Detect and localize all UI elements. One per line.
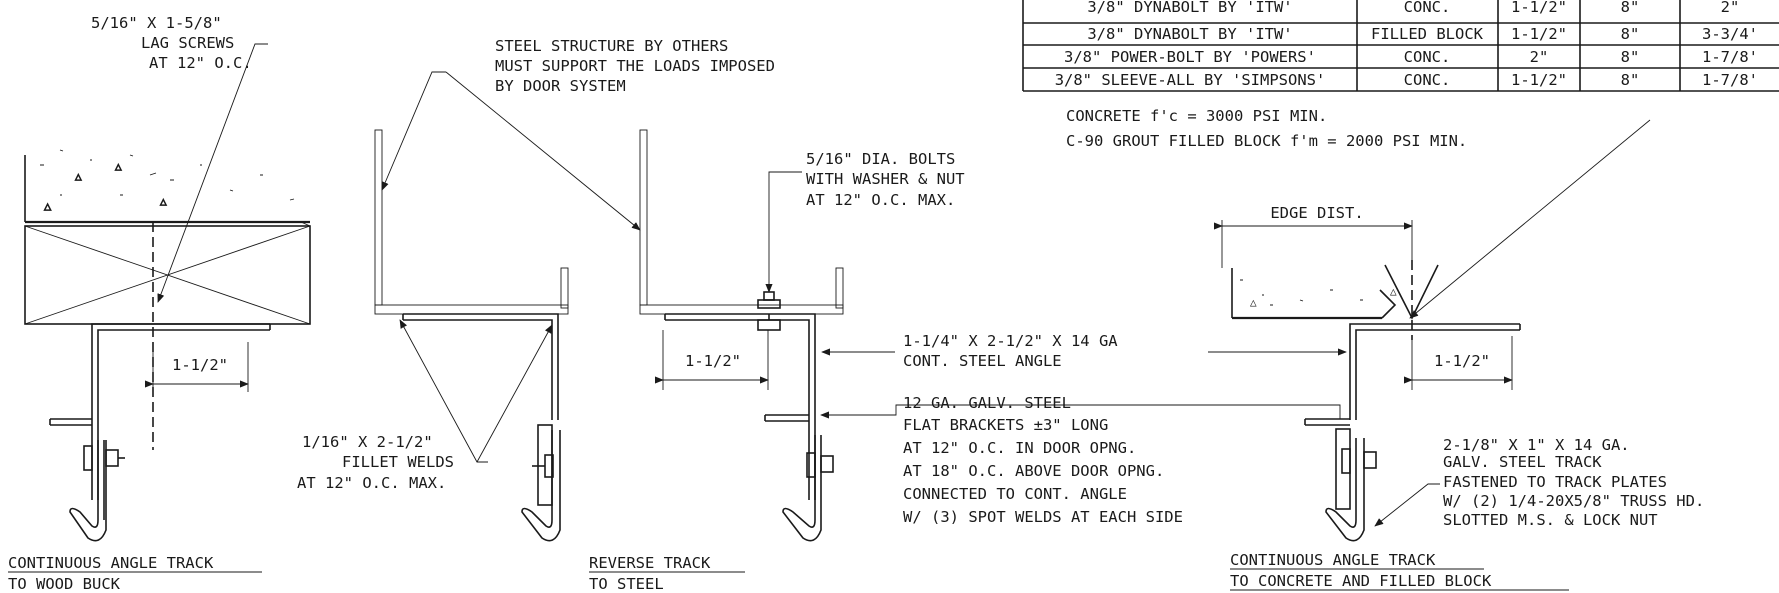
table-cell: 1-1/2" [1511, 71, 1567, 89]
track-label-4: W/ (2) 1/4-20X5/8" TRUSS HD. [1443, 492, 1704, 510]
table-cell: 1-7/8' [1702, 71, 1758, 89]
table-cell: 3-3/4' [1702, 25, 1758, 43]
angle-label-1: 1-1/4" X 2-1/2" X 14 GA [903, 332, 1118, 350]
svg-text:△: △ [160, 195, 167, 208]
track-label-3: FASTENED TO TRACK PLATES [1443, 473, 1667, 491]
fillet-label-2: FILLET WELDS [342, 453, 454, 471]
steel-structure-label-3: BY DOOR SYSTEM [495, 77, 626, 95]
fillet-label-3: AT 12" O.C. MAX. [297, 474, 446, 492]
bolts-label-2: WITH WASHER & NUT [806, 170, 965, 188]
table-cell: 1-1/2" [1511, 25, 1567, 43]
dim-concrete: 1-1/2" [1434, 352, 1490, 370]
table-cell: 3/8" DYNABOLT BY 'ITW' [1087, 25, 1292, 43]
brackets-label-2: FLAT BRACKETS ±3" LONG [903, 416, 1108, 434]
brackets-label-4: AT 18" O.C. ABOVE DOOR OPNG. [903, 462, 1164, 480]
track-label-5: SLOTTED M.S. & LOCK NUT [1443, 511, 1658, 529]
angle-label-2: CONT. STEEL ANGLE [903, 352, 1062, 370]
table-cell: CONC. [1404, 48, 1451, 66]
concrete-detail: △ △ EDGE DIST. 1-1/2" [1118, 119, 1651, 542]
title-steel-2: TO STEEL [589, 575, 664, 593]
edge-dist-label: EDGE DIST. [1270, 204, 1363, 222]
svg-text:△: △ [75, 170, 82, 183]
track-label-1: 2-1/8" X 1" X 14 GA. [1443, 436, 1630, 454]
svg-text:△: △ [1250, 296, 1257, 309]
steel-structure-label-2: MUST SUPPORT THE LOADS IMPOSED [495, 57, 775, 75]
title-concrete-1: CONTINUOUS ANGLE TRACK [1230, 551, 1436, 569]
anchor-table: 3/8" DYNABOLT BY 'ITW' CONC. 1-1/2" 8" 2… [1022, 0, 1779, 92]
table-cell: CONC. [1404, 0, 1451, 16]
table-cell: 8" [1621, 0, 1640, 16]
lag-screws-label-1: 5/16" X 1-5/8" [91, 14, 222, 32]
lag-screws-label-3: AT 12" O.C. [149, 54, 252, 72]
table-cell: 2" [1530, 48, 1549, 66]
svg-text:△: △ [1390, 285, 1397, 298]
wood-buck-detail: △ △ △ △ 1-1/2" [24, 43, 311, 542]
title-concrete-2: TO CONCRETE AND FILLED BLOCK [1230, 572, 1492, 590]
steel-structure-label-1: STEEL STRUCTURE BY OTHERS [495, 37, 728, 55]
svg-text:△: △ [44, 199, 52, 213]
lag-screws-label-2: LAG SCREWS [141, 34, 234, 52]
bolts-label-1: 5/16" DIA. BOLTS [806, 150, 955, 168]
table-cell: 2" [1721, 0, 1740, 16]
title-steel-1: REVERSE TRACK [589, 554, 711, 572]
dim-wood: 1-1/2" [172, 356, 228, 374]
table-cell: 3/8" POWER-BOLT BY 'POWERS' [1064, 48, 1316, 66]
table-cell: 8" [1621, 71, 1640, 89]
table-cell: 8" [1621, 48, 1640, 66]
table-cell: 3/8" SLEEVE-ALL BY 'SIMPSONS' [1055, 71, 1326, 89]
table-cell: 1-7/8' [1702, 48, 1758, 66]
track-label-2: GALV. STEEL TRACK [1443, 453, 1602, 471]
bolts-label-3: AT 12" O.C. MAX. [806, 191, 955, 209]
steel-detail: 1-1/2" [374, 71, 1118, 542]
fillet-label-1: 1/16" X 2-1/2" [302, 433, 433, 451]
dim-steel: 1-1/2" [685, 352, 741, 370]
table-cell: 1-1/2" [1511, 0, 1567, 16]
table-cell: 8" [1621, 25, 1640, 43]
concrete-note: CONCRETE f'c = 3000 PSI MIN. [1066, 107, 1327, 125]
title-wood-1: CONTINUOUS ANGLE TRACK [8, 554, 214, 572]
svg-text:△: △ [115, 160, 122, 173]
table-cell: 3/8" DYNABOLT BY 'ITW' [1087, 0, 1292, 16]
grout-note: C-90 GROUT FILLED BLOCK f'm = 2000 PSI M… [1066, 132, 1467, 150]
brackets-label-3: AT 12" O.C. IN DOOR OPNG. [903, 439, 1136, 457]
table-cell: FILLED BLOCK [1371, 25, 1484, 43]
brackets-label-6: W/ (3) SPOT WELDS AT EACH SIDE [903, 508, 1183, 526]
table-cell: CONC. [1404, 71, 1451, 89]
brackets-label-5: CONNECTED TO CONT. ANGLE [903, 485, 1127, 503]
brackets-label-1: 12 GA. GALV. STEEL [903, 394, 1071, 412]
title-wood-2: TO WOOD BUCK [8, 575, 121, 593]
